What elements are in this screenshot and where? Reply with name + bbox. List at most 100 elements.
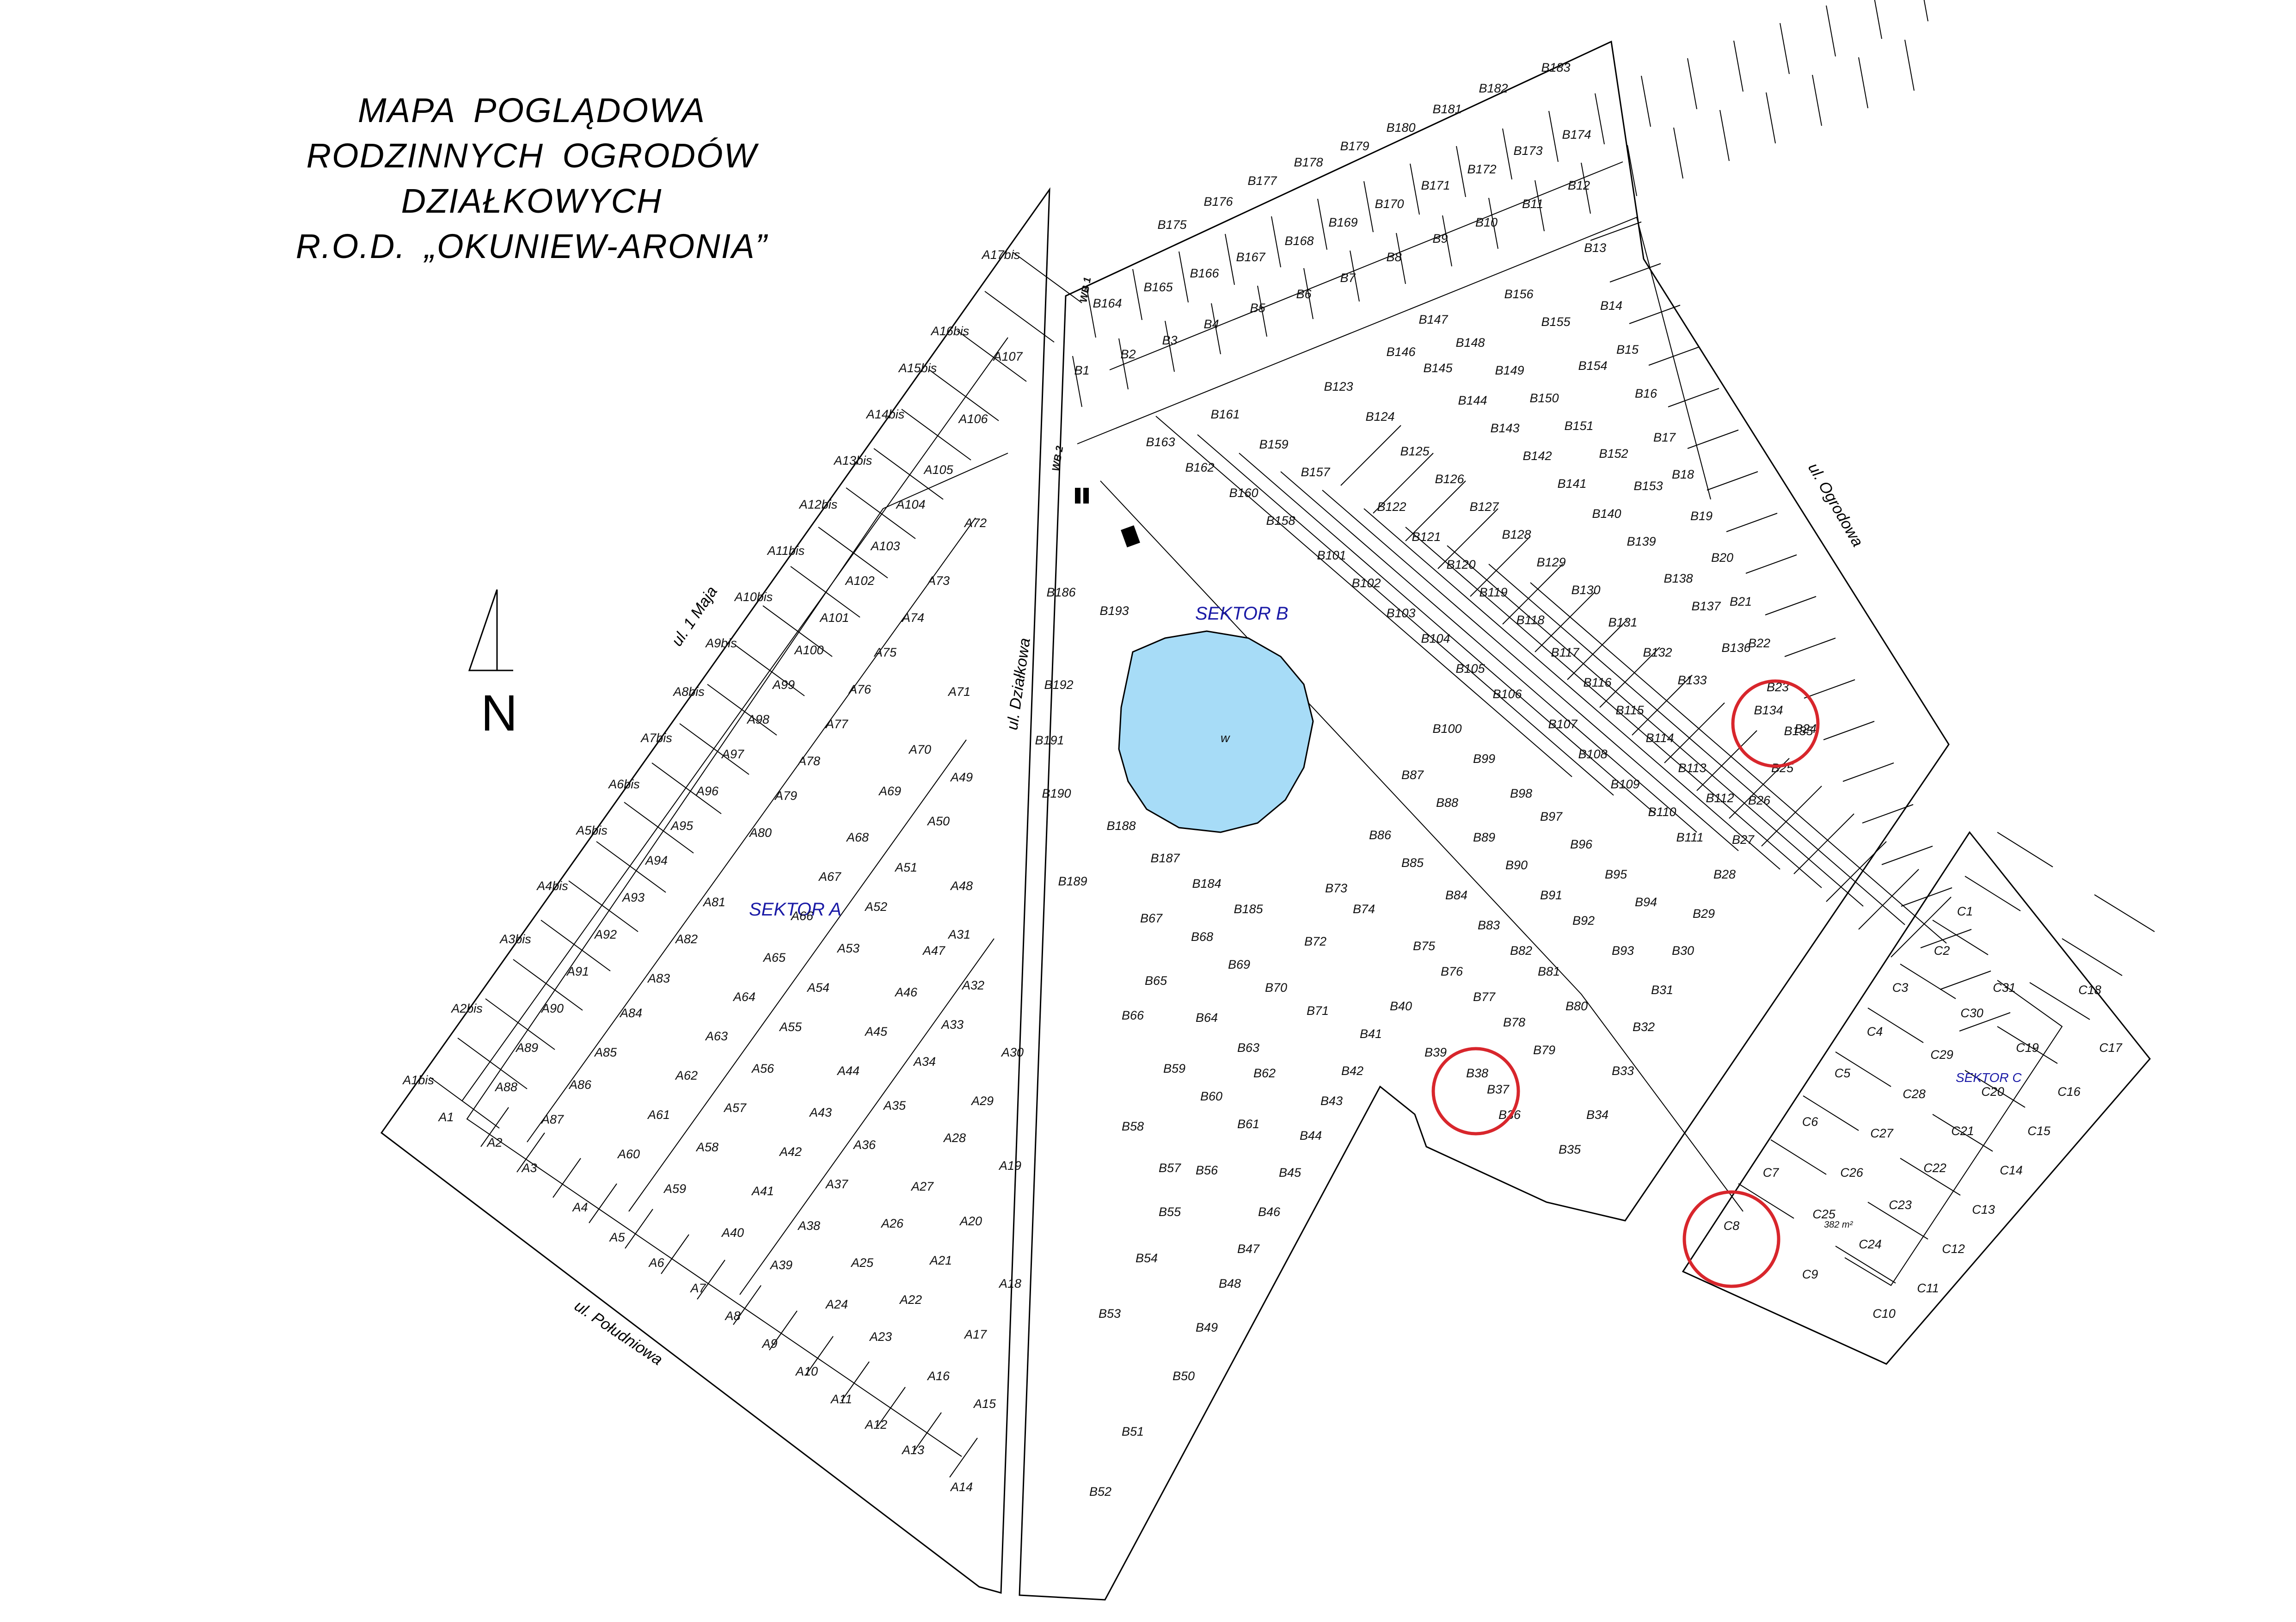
plot-label-b26: B26 (1748, 793, 1771, 807)
plot-label-b3: B3 (1162, 333, 1177, 347)
plot-label-b31: B31 (1651, 983, 1673, 997)
plot-label-b129: B129 (1536, 555, 1565, 569)
plot-label-b175: B175 (1157, 218, 1187, 232)
plot-label-a65: A65 (762, 951, 786, 965)
plot-label-b37: B37 (1487, 1082, 1510, 1096)
plot-label-a86: A86 (568, 1078, 592, 1092)
plot-label-a89: A89 (515, 1041, 538, 1055)
plot-label-a39: A39 (769, 1258, 792, 1272)
plot-label-a43: A43 (809, 1106, 832, 1119)
plot-label-a6bis: A6bis (608, 777, 640, 791)
plot-label-c22: C22 (1923, 1161, 1946, 1175)
plot-label-c6: C6 (1802, 1115, 1818, 1129)
plot-label-b95: B95 (1605, 867, 1627, 881)
plot-label-a67: A67 (818, 870, 841, 884)
plot-label-b48: B48 (1219, 1277, 1241, 1290)
plot-label-a76: A76 (848, 682, 872, 696)
plot-label-a20: A20 (959, 1214, 982, 1228)
plot-label-a84: A84 (619, 1006, 642, 1020)
plot-label-b84: B84 (1445, 888, 1467, 902)
plot-label-a28: A28 (943, 1131, 966, 1145)
plot-label-a36: A36 (853, 1138, 876, 1152)
plot-label-b124: B124 (1365, 410, 1394, 424)
plot-label-b181: B181 (1432, 102, 1461, 116)
plot-label-b134: B134 (1754, 703, 1783, 717)
plot-label-a4: A4 (571, 1200, 588, 1214)
plot-label-a7: A7 (689, 1281, 706, 1295)
plot-label-b128: B128 (1502, 528, 1531, 541)
plot-label-a79: A79 (774, 789, 797, 803)
plot-label-b21: B21 (1730, 595, 1752, 608)
plot-label-a12bis: A12bis (798, 498, 838, 511)
sector-b-label: SEKTOR B (1195, 603, 1289, 624)
plot-label-b178: B178 (1294, 155, 1323, 169)
plot-label-a102: A102 (844, 574, 874, 588)
plot-label-b154: B154 (1578, 359, 1607, 373)
plot-label-b22: B22 (1748, 636, 1770, 650)
map-title: MAPA POGLĄDOWA RODZINNYCH OGRODÓW DZIAŁK… (231, 88, 832, 269)
plot-label-b114: B114 (1645, 731, 1674, 745)
plot-label-c15: C15 (2027, 1124, 2051, 1138)
plot-label-b89: B89 (1473, 830, 1495, 844)
plot-label-b146: B146 (1386, 345, 1416, 359)
plot-label-b155: B155 (1541, 315, 1571, 329)
plot-label-b54: B54 (1136, 1251, 1158, 1265)
plot-label-b8: B8 (1386, 250, 1401, 264)
plot-label-b137: B137 (1691, 599, 1721, 613)
plot-label-b101: B101 (1317, 548, 1346, 562)
plot-label-b127: B127 (1469, 500, 1499, 514)
plot-label-a35: A35 (883, 1099, 906, 1112)
ring-road-b-inner (1077, 216, 1711, 500)
plot-label-b149: B149 (1495, 363, 1524, 377)
plot-label-b163: B163 (1146, 435, 1175, 449)
plot-label-a105: A105 (923, 463, 953, 477)
sector-a-label: SEKTOR A (749, 899, 841, 920)
plot-label-b131: B131 (1608, 615, 1637, 629)
plot-label-c10: C10 (1872, 1307, 1896, 1321)
plot-label-b182: B182 (1479, 81, 1508, 95)
pond (1118, 630, 1314, 833)
plot-label-a25: A25 (850, 1256, 874, 1270)
plot-label-b125: B125 (1400, 444, 1430, 458)
plot-label-a1: A1 (437, 1110, 454, 1124)
plot-label-b15: B15 (1616, 343, 1639, 356)
plot-label-b57: B57 (1159, 1161, 1181, 1175)
plot-label-a3bis: A3bis (499, 932, 531, 946)
plot-label-b83: B83 (1478, 918, 1500, 932)
plot-label-b12: B12 (1568, 178, 1590, 192)
plot-label-b28: B28 (1713, 867, 1736, 881)
plot-label-b148: B148 (1455, 336, 1485, 350)
plot-label-b42: B42 (1341, 1064, 1363, 1078)
plot-label-a63: A63 (705, 1029, 728, 1043)
plot-label-a16bis: A16bis (930, 324, 970, 338)
plot-label-b126: B126 (1435, 472, 1464, 486)
plot-label-b162: B162 (1185, 461, 1214, 474)
plot-label-a49: A49 (950, 770, 973, 784)
plot-label-b192: B192 (1044, 678, 1073, 692)
plot-label-a40: A40 (721, 1226, 744, 1240)
plot-label-a4bis: A4bis (536, 879, 568, 893)
plot-label-b102: B102 (1351, 576, 1381, 590)
plot-label-a77: A77 (825, 717, 848, 731)
plot-label-a8bis: A8bis (672, 685, 705, 699)
plot-label-a6: A6 (648, 1256, 664, 1270)
plot-label-a53: A53 (836, 941, 859, 955)
plot-label-c21: C21 (1951, 1124, 1974, 1138)
plot-label-b72: B72 (1304, 934, 1326, 948)
plot-label-a97: A97 (721, 747, 744, 761)
plot-label-b32: B32 (1633, 1020, 1655, 1034)
plot-label-b66: B66 (1122, 1008, 1144, 1022)
plot-label-a62: A62 (675, 1069, 698, 1082)
plot-label-a45: A45 (864, 1025, 888, 1038)
plot-label-b86: B86 (1369, 828, 1392, 842)
plot-label-a90: A90 (540, 1001, 564, 1015)
plot-label-b132: B132 (1643, 645, 1672, 659)
plot-label-b70: B70 (1265, 981, 1287, 995)
building-icon-3 (1121, 525, 1140, 547)
plot-label-b2: B2 (1120, 347, 1136, 361)
plot-label-c14: C14 (2000, 1163, 2023, 1177)
plot-label-a78: A78 (797, 754, 820, 768)
plot-label-b97: B97 (1540, 810, 1563, 823)
plot-label-a26: A26 (880, 1216, 904, 1230)
plot-label-b50: B50 (1173, 1369, 1195, 1383)
